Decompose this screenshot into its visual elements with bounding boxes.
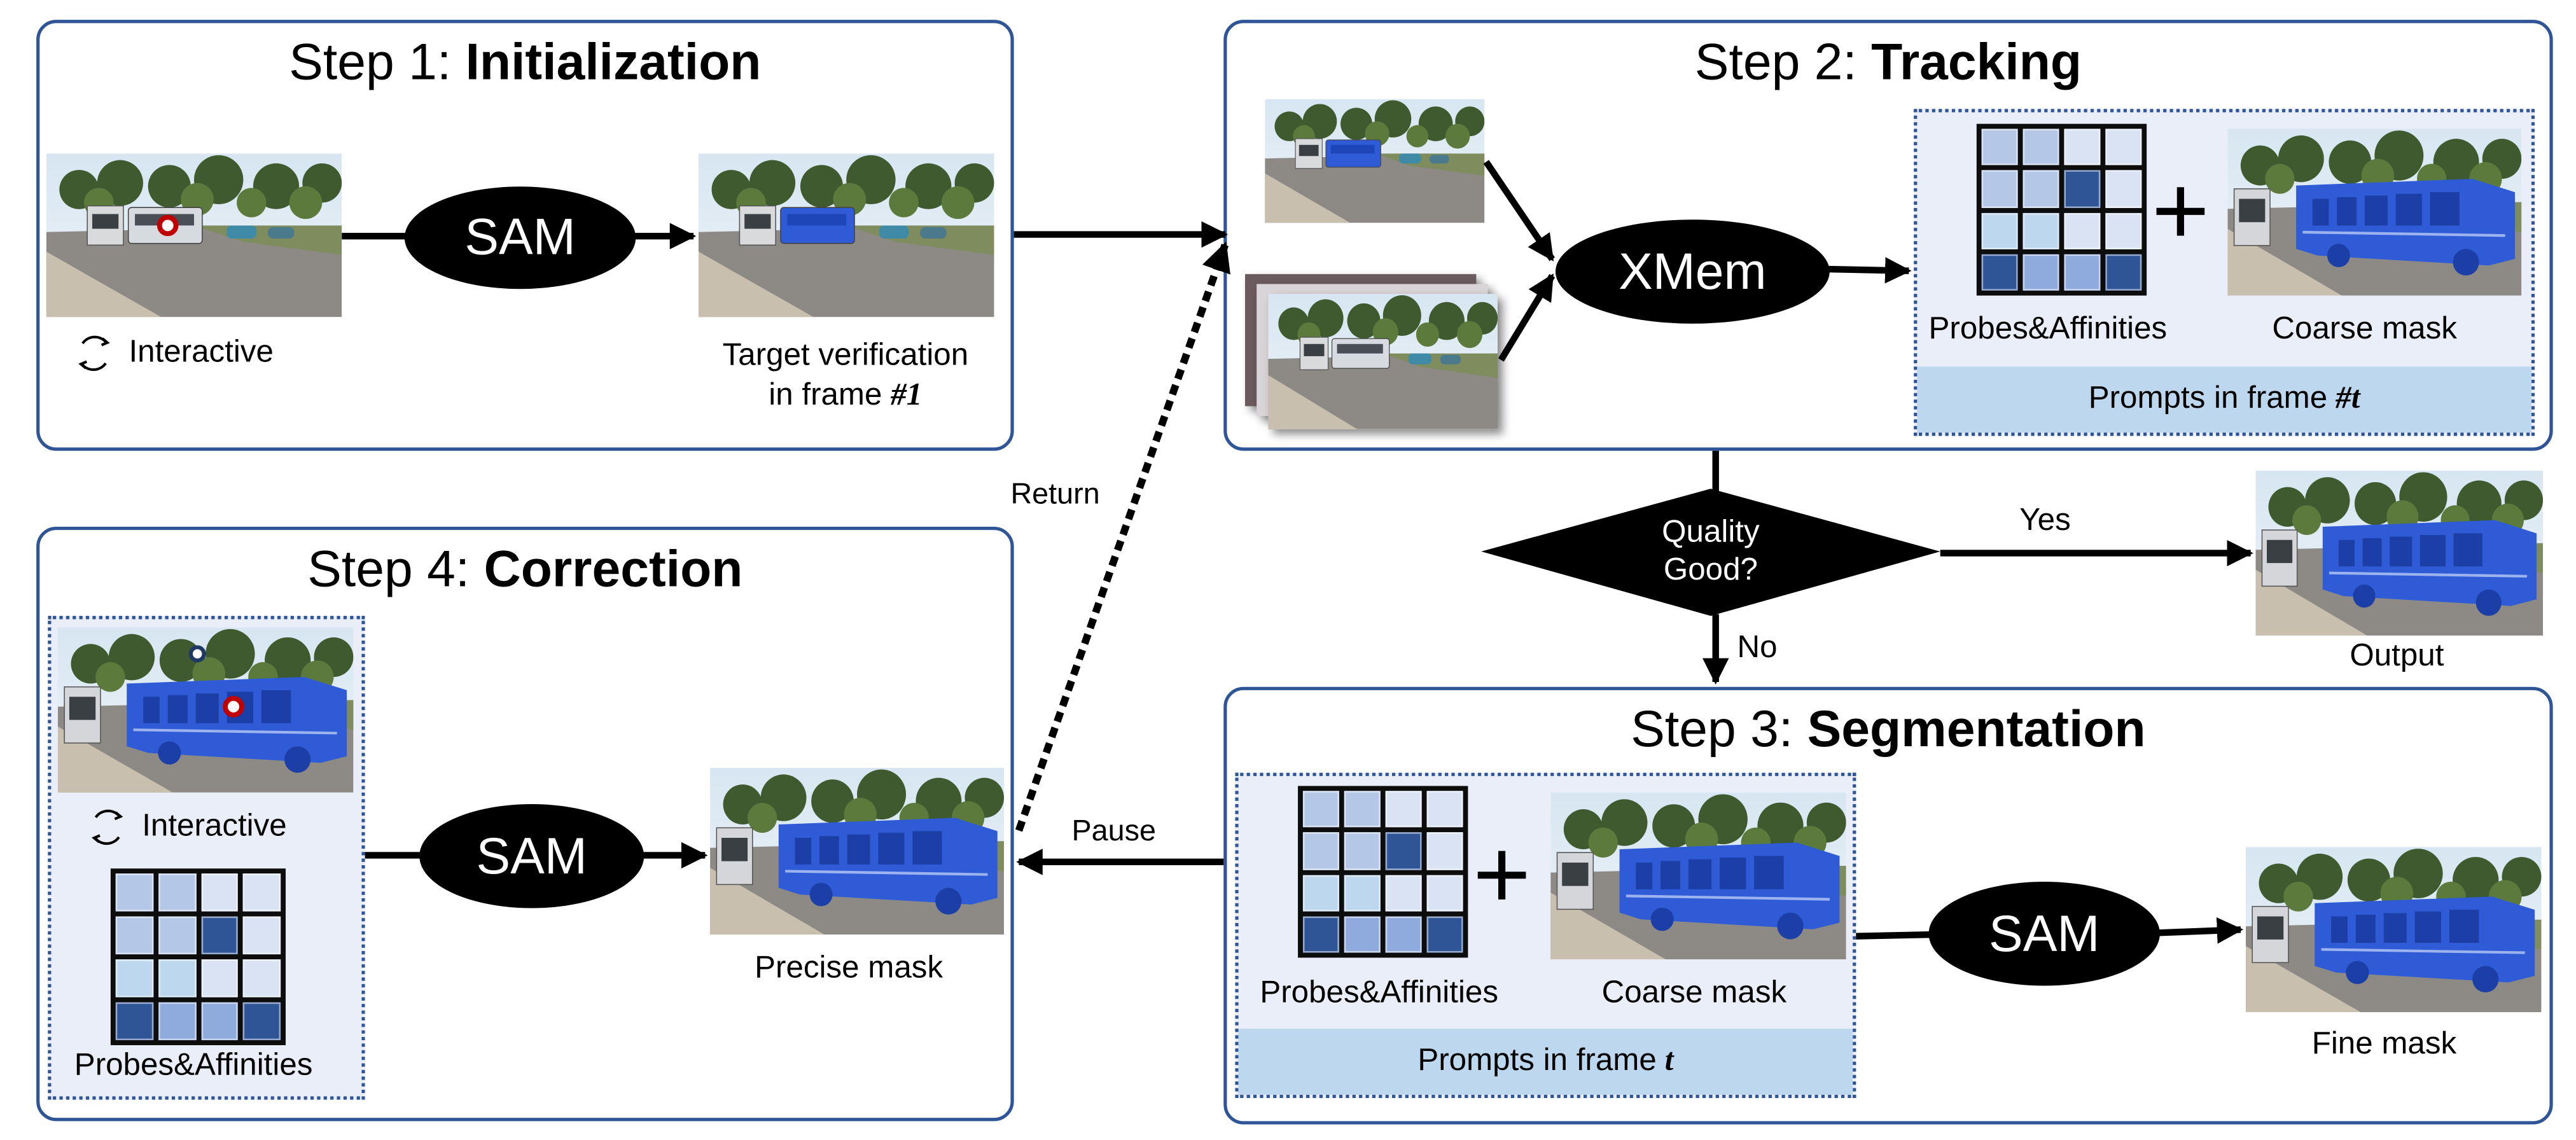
grid-cell xyxy=(1302,915,1339,953)
decision-yes-label: Yes xyxy=(2019,503,2071,539)
grid-cell xyxy=(200,873,239,912)
grid-cell xyxy=(115,1002,153,1041)
step4-correction-frame xyxy=(57,627,354,793)
grid-cell xyxy=(200,1002,239,1041)
step2-coarse-mask xyxy=(2227,129,2522,296)
step2-prompts-bar: Prompts in frame #t xyxy=(1917,366,2531,433)
step4-precise-label: Precise mask xyxy=(755,951,943,986)
decision-text: Quality Good? xyxy=(1662,515,1760,588)
grid-cell xyxy=(2105,212,2142,249)
grid-cell xyxy=(1385,832,1422,870)
step1-title: Step 1: Initialization xyxy=(289,32,762,91)
step3-coarse-label: Coarse mask xyxy=(1601,975,1787,1011)
grid-cell xyxy=(2105,254,2142,291)
grid-cell xyxy=(1426,832,1463,870)
step3-title: Step 3: Segmentation xyxy=(1631,700,2146,758)
step2-probes-affinities-grid xyxy=(1976,123,2147,296)
pause-label: Pause xyxy=(1071,814,1156,847)
step2-plus-icon: + xyxy=(2151,155,2210,266)
grid-cell xyxy=(1981,129,2018,166)
grid-cell xyxy=(200,959,239,998)
return-dashed-arrow xyxy=(1015,241,1230,832)
grid-cell xyxy=(2023,129,2059,166)
grid-cell xyxy=(243,873,281,912)
grid-cell xyxy=(1344,915,1381,953)
grid-cell xyxy=(2064,170,2101,207)
grid-cell xyxy=(115,873,153,912)
grid-cell xyxy=(2105,170,2142,207)
step3-fine-mask xyxy=(2245,847,2542,1013)
output-label: Output xyxy=(2350,639,2444,674)
grid-cell xyxy=(1981,212,2018,249)
grid-cell xyxy=(243,916,281,955)
grid-cell xyxy=(158,873,196,912)
return-label: Return xyxy=(1010,477,1100,511)
step3-plus-icon: + xyxy=(1473,819,1531,930)
grid-cell xyxy=(2023,212,2059,249)
grid-cell xyxy=(1426,915,1463,953)
grid-cell xyxy=(1302,832,1339,870)
step2-memory-frame xyxy=(1265,99,1485,223)
grid-cell xyxy=(243,1002,281,1041)
output-frame xyxy=(2255,470,2544,636)
step1-input-frame xyxy=(46,153,342,317)
step2-coarse-label: Coarse mask xyxy=(2272,312,2457,347)
step4-precise-mask xyxy=(710,767,1005,935)
step4-probes-label: Probes&Affinities xyxy=(74,1048,313,1083)
step3-probes-affinities-grid xyxy=(1298,786,1468,958)
grid-cell xyxy=(1385,791,1422,828)
grid-cell xyxy=(243,959,281,998)
grid-cell xyxy=(1344,874,1381,912)
grid-cell xyxy=(158,959,196,998)
grid-cell xyxy=(1302,791,1339,828)
step3-coarse-mask xyxy=(1550,792,1846,959)
grid-cell xyxy=(2023,170,2059,207)
grid-cell xyxy=(115,916,153,955)
step3-probes-label: Probes&Affinities xyxy=(1260,975,1499,1011)
grid-cell xyxy=(1385,874,1422,912)
step3-sam-node: SAM xyxy=(1928,881,2160,986)
step2-incoming-frames xyxy=(1268,293,1498,429)
grid-cell xyxy=(1344,832,1381,870)
decision-no-label: No xyxy=(1737,630,1778,665)
step2-probes-label: Probes&Affinities xyxy=(1928,312,2168,347)
grid-cell xyxy=(2064,254,2101,291)
step1-sam-node: SAM xyxy=(404,186,636,289)
grid-cell xyxy=(2105,129,2142,166)
grid-cell xyxy=(1981,254,2018,291)
step2-xmem-node: XMem xyxy=(1555,219,1830,324)
grid-cell xyxy=(1426,791,1463,828)
grid-cell xyxy=(1302,874,1339,912)
grid-cell xyxy=(1344,791,1381,828)
refresh-icon xyxy=(92,809,123,845)
step2-title: Step 2: Tracking xyxy=(1694,32,2082,91)
refresh-icon xyxy=(78,335,110,372)
grid-cell xyxy=(200,916,239,955)
grid-cell xyxy=(158,916,196,955)
step4-title: Step 4: Correction xyxy=(307,539,743,598)
step1-target-label: Target verification in frame #1 xyxy=(722,338,969,413)
step3-fine-label: Fine mask xyxy=(2311,1027,2457,1062)
step3-prompts-bar: Prompts in frame t xyxy=(1238,1028,1853,1095)
grid-cell xyxy=(2023,254,2059,291)
step4-interactive-label: Interactive xyxy=(142,809,287,844)
grid-cell xyxy=(1385,915,1422,953)
grid-cell xyxy=(1426,874,1463,912)
grid-cell xyxy=(158,1002,196,1041)
grid-cell xyxy=(1981,170,2018,207)
step1-target-frame xyxy=(698,153,994,317)
step4-probes-affinities-grid xyxy=(110,868,286,1045)
grid-cell xyxy=(115,959,153,998)
grid-cell xyxy=(2064,212,2101,249)
step4-sam-node: SAM xyxy=(419,804,644,908)
step1-interactive-label: Interactive xyxy=(129,335,274,370)
grid-cell xyxy=(2064,129,2101,166)
